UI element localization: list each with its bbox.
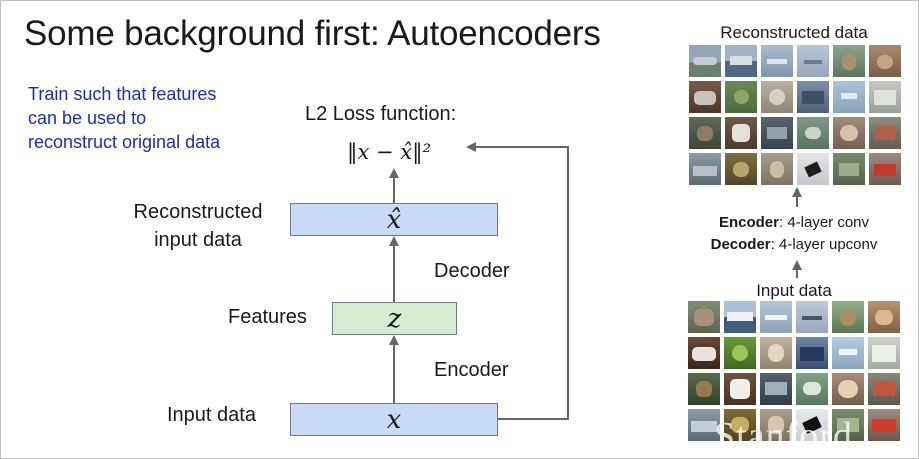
thumb-image xyxy=(724,373,756,405)
thumb-image xyxy=(725,45,757,77)
encoder-rest: : 4-layer conv xyxy=(778,214,870,231)
loss-formula: ‖x − x̂‖² xyxy=(347,140,432,164)
thumb-image xyxy=(688,337,720,369)
thumb-image xyxy=(725,81,757,113)
reconstructed-image-grid xyxy=(689,45,901,185)
note-line-1: Train such that features xyxy=(28,84,217,104)
thumb-image xyxy=(725,153,757,185)
slide-title: Some background first: Autoencoders xyxy=(24,14,601,53)
features-box: z xyxy=(332,302,457,335)
thumb-image xyxy=(796,409,828,441)
thumb-image xyxy=(760,373,792,405)
thumb-image xyxy=(796,337,828,369)
thumb-image xyxy=(689,45,721,77)
thumb-image xyxy=(797,45,829,77)
thumb-image xyxy=(761,45,793,77)
decoder-label: Decoder xyxy=(434,260,510,282)
reconstructed-label-line1: Reconstructed xyxy=(133,201,263,223)
stanford-watermark: Stanford xyxy=(714,415,853,457)
thumb-image xyxy=(796,301,828,333)
thumb-image xyxy=(760,409,792,441)
thumb-image xyxy=(688,409,720,441)
reconstructed-label-line2: input data xyxy=(154,229,242,251)
thumb-image xyxy=(796,373,828,405)
thumb-image xyxy=(868,301,900,333)
z-symbol: z xyxy=(387,303,402,334)
thumb-image xyxy=(832,337,864,369)
thumb-image xyxy=(869,117,901,149)
thumb-image xyxy=(832,301,864,333)
x-symbol: x xyxy=(386,404,402,435)
thumb-image xyxy=(761,117,793,149)
thumb-image xyxy=(724,409,756,441)
decoder-description: Decoder: 4-layer upconv xyxy=(686,236,902,253)
encoder-description: Encoder: 4-layer conv xyxy=(686,214,902,231)
features-label: Features xyxy=(228,306,307,328)
thumb-image xyxy=(688,301,720,333)
reconstructed-data-box: x̂ xyxy=(290,203,498,236)
thumb-image xyxy=(761,153,793,185)
decoder-bold: Decoder xyxy=(710,236,771,253)
thumb-image xyxy=(868,373,900,405)
thumb-image xyxy=(832,373,864,405)
thumb-image xyxy=(797,153,829,185)
thumb-image xyxy=(689,153,721,185)
thumb-image xyxy=(833,153,865,185)
thumb-image xyxy=(760,337,792,369)
thumb-image xyxy=(868,409,900,441)
thumb-image xyxy=(689,117,721,149)
input-to-loss-arrow xyxy=(466,142,569,420)
input-data-label: Input data xyxy=(167,404,256,426)
input-data-box: x xyxy=(290,403,498,436)
thumb-image xyxy=(689,81,721,113)
note-line-2: can be used to xyxy=(28,108,147,128)
training-note: Train such that features can be used to … xyxy=(28,82,278,154)
thumb-image xyxy=(760,301,792,333)
x-hat-symbol: x̂ xyxy=(386,204,402,235)
decoder-rest: : 4-layer upconv xyxy=(770,236,878,253)
note-line-3: reconstruct original data xyxy=(28,132,221,152)
thumb-image xyxy=(724,301,756,333)
thumb-image xyxy=(832,409,864,441)
encoder-bold: Encoder xyxy=(718,214,779,231)
thumb-image xyxy=(725,117,757,149)
loss-title: L2 Loss function: xyxy=(305,103,457,125)
thumb-image xyxy=(797,81,829,113)
thumb-image xyxy=(869,153,901,185)
thumb-image xyxy=(833,117,865,149)
thumb-image xyxy=(833,45,865,77)
input-image-grid xyxy=(688,301,900,441)
encoder-label: Encoder xyxy=(434,359,509,381)
thumb-image xyxy=(797,117,829,149)
input-data-title: Input data xyxy=(756,281,832,300)
thumb-image xyxy=(869,45,901,77)
thumb-image xyxy=(868,337,900,369)
thumb-image xyxy=(688,373,720,405)
thumb-image xyxy=(761,81,793,113)
reconstructed-data-title: Reconstructed data xyxy=(720,23,868,42)
thumb-image xyxy=(869,81,901,113)
thumb-image xyxy=(833,81,865,113)
thumb-image xyxy=(724,337,756,369)
